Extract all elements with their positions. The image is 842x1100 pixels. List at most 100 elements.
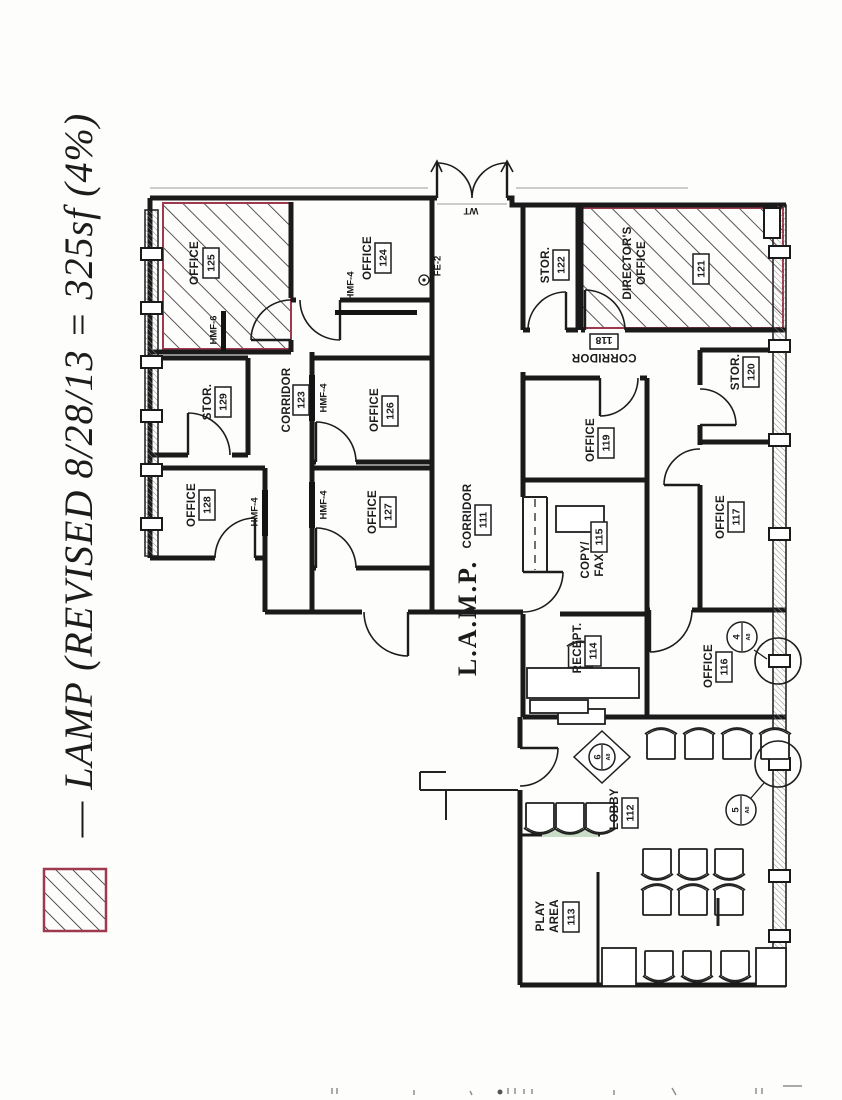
svg-text:OFFICE: OFFICE [362,236,374,280]
hmf4-tag-128: HMF-4 [250,497,261,527]
svg-text:126: 126 [385,402,397,420]
svg-text:CORRIDOR: CORRIDOR [571,351,636,363]
svg-text:119: 119 [601,434,613,451]
entry-wt-label: WT [463,205,478,216]
svg-text:OFFICE: OFFICE [369,388,381,432]
svg-text:PLAY: PLAY [535,901,547,932]
entry-double-door: WT [430,159,514,216]
room-label-office-116: OFFICE 116 [703,644,733,688]
room-label-office-125: OFFICE 125 [189,241,220,285]
svg-text:117: 117 [731,508,743,525]
svg-text:115: 115 [594,528,606,545]
svg-text:125: 125 [206,254,218,272]
legend-hatch-swatch [42,867,108,933]
room-label-corridor-118: CORRIDOR 118 [571,333,637,363]
room-label-stor-122: STOR. 122 [540,247,570,283]
svg-text:DIRECTOR'S: DIRECTOR'S [622,226,634,299]
room-label-directors-office-121: DIRECTOR'S OFFICE 121 [622,226,710,300]
fe2-symbol: FE-2 [418,256,444,286]
svg-text:121: 121 [696,260,708,278]
hmf6-tag-125: HMF-6 [209,315,220,344]
lobby-chairs [523,727,792,987]
svg-text:OFFICE: OFFICE [186,483,198,527]
callout-4-number: 4 [732,634,743,640]
room-label-copyfax-115: COPY/ FAX 115 [580,521,608,579]
svg-text:116: 116 [719,658,731,675]
svg-text:OFFICE: OFFICE [636,241,648,285]
svg-text:122: 122 [556,256,568,274]
fe2-label: FE-2 [433,256,444,277]
reception-desk [526,640,640,714]
svg-text:OFFICE: OFFICE [715,495,727,539]
svg-text:112: 112 [625,804,637,821]
room-label-recept-114: RECEPT. 114 [572,623,602,674]
room-label-lobby-112: LOBBY 112 [609,788,639,830]
detail-callouts: 4 A8 5 A8 6 A8 FE-2 [418,256,802,826]
room-label-office-126: OFFICE 126 [369,388,399,432]
furniture [523,505,792,987]
svg-text:124: 124 [378,249,390,267]
svg-text:118: 118 [595,334,612,346]
hatched-areas [162,202,784,350]
callout-6: 6 A8 [572,729,632,785]
callout-5: 5 A8 [725,782,765,826]
room-label-office-124: OFFICE 124 [362,236,392,280]
svg-text:128: 128 [202,496,214,514]
window-wall-left [140,209,163,557]
room-label-office-119: OFFICE 119 [585,418,615,462]
corridor-counter [522,496,548,573]
svg-text:AREA: AREA [549,899,561,933]
svg-text:LOBBY: LOBBY [609,788,621,830]
room-label-office-128: OFFICE 128 [186,483,216,527]
room-label-stor-120: STOR. 120 [730,354,760,390]
lobby-table [601,947,637,987]
svg-text:STOR.: STOR. [540,247,552,283]
callout-6-number: 6 [593,754,604,759]
svg-text:123: 123 [296,391,308,409]
office-125-hatch [162,202,292,350]
svg-text:OFFICE: OFFICE [585,418,597,462]
director-office-hatch [581,207,784,329]
svg-text:RECEPT.: RECEPT. [572,623,584,674]
svg-text:FAX: FAX [594,553,606,576]
room-label-play-area-113: PLAY AREA 113 [535,899,580,933]
room-label-corridor-123: CORRIDOR 123 [281,367,310,433]
door-tags: HMF-4 HMF-4 HMF-4 HMF-4 HMF-6 [209,271,417,536]
callout-5-sheet: A8 [745,806,751,813]
svg-text:114: 114 [588,642,600,659]
svg-text:OFFICE: OFFICE [189,241,201,285]
svg-text:129: 129 [218,393,230,411]
svg-text:OFFICE: OFFICE [367,490,379,534]
svg-text:OFFICE: OFFICE [703,644,715,688]
svg-text:STOR.: STOR. [202,384,214,420]
hmf4-tag-126: HMF-4 [319,383,330,413]
window-detail-circle-2 [754,740,802,788]
svg-text:CORRIDOR: CORRIDOR [462,483,474,548]
room-label-office-127: OFFICE 127 [367,490,397,534]
hmf4-tag-124: HMF-4 [346,271,357,301]
room-labels: OFFICE 125 OFFICE 124 STOR. 129 CORRIDOR… [186,226,760,933]
svg-text:120: 120 [746,363,758,381]
building-title: L.A.M.P. [453,560,482,676]
svg-text:CORRIDOR: CORRIDOR [281,367,293,432]
revision-note-text: — LAMP (REVISED 8/28/13 = 325sf (4%) [56,113,101,838]
room-label-stor-129: STOR. 129 [202,384,232,420]
bottom-scan-marks [331,1085,802,1096]
svg-text:127: 127 [383,503,395,521]
room-label-office-117: OFFICE 117 [715,495,745,539]
room-label-corridor-111: CORRIDOR 111 [462,483,492,549]
callout-6-sheet: A8 [606,753,612,760]
svg-text:STOR.: STOR. [730,354,742,390]
callout-4: 4 A8 [726,621,768,660]
svg-text:111: 111 [478,512,490,529]
revision-annotation: — LAMP (REVISED 8/28/13 = 325sf (4%) [42,113,108,933]
svg-text:113: 113 [566,908,578,925]
svg-text:COPY/: COPY/ [580,541,592,579]
window-detail-circle-1 [754,637,802,685]
lobby-table-2 [755,947,787,987]
door-swings [186,289,737,787]
callout-4-sheet: A8 [746,633,752,640]
hmf4-tag-127: HMF-4 [319,490,330,520]
